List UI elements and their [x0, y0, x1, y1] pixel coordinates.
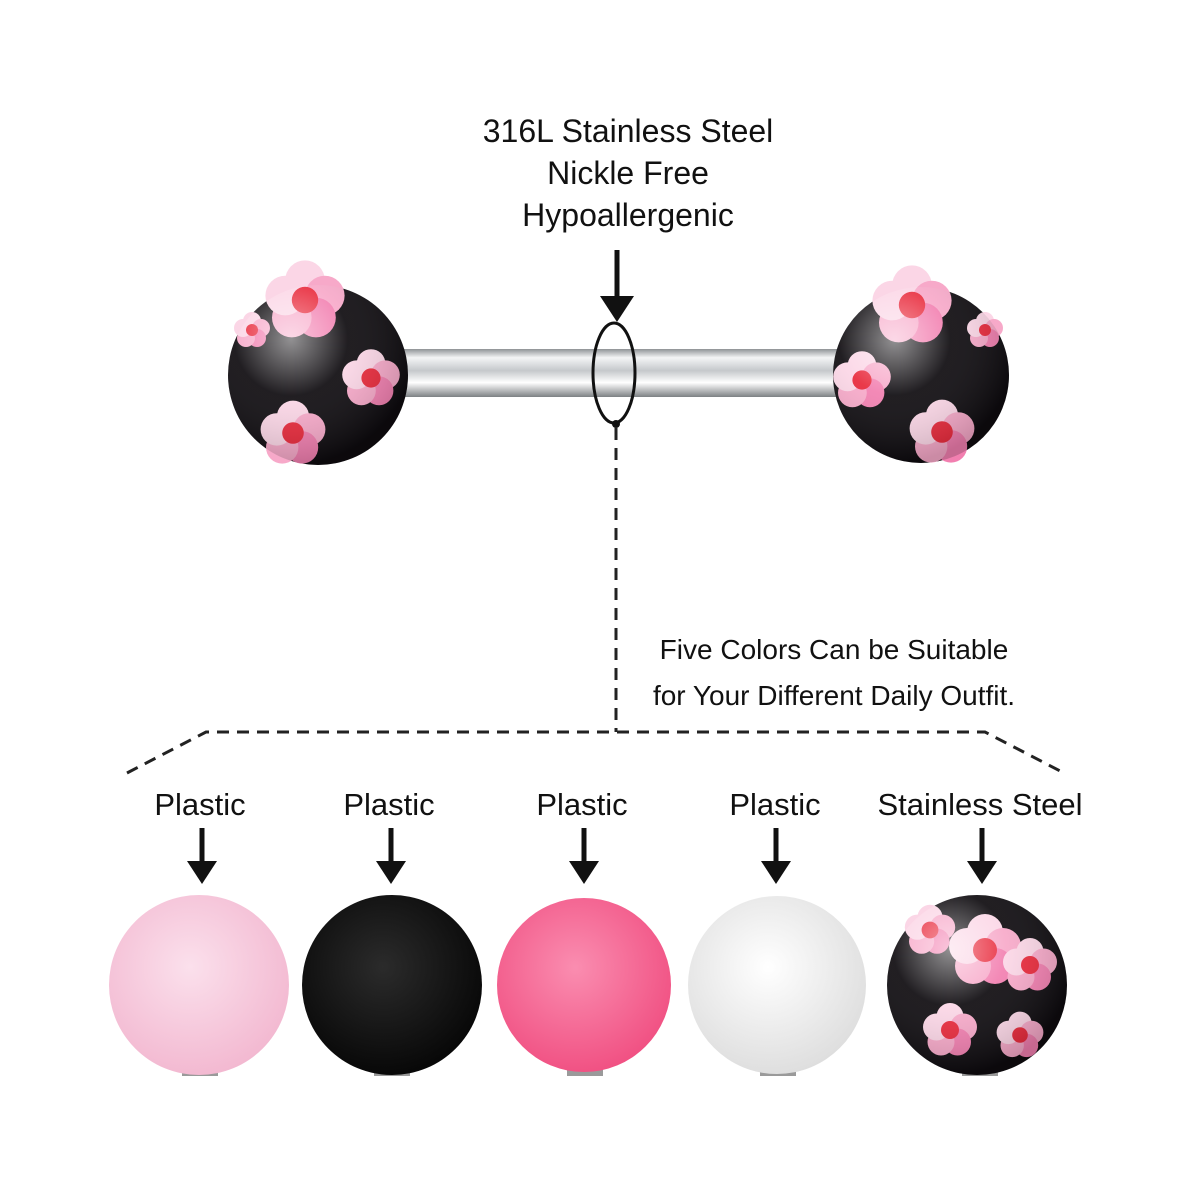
barbell-illustration	[228, 260, 1009, 465]
ball-option-5-floral-steel	[887, 895, 1067, 1076]
steel-bar	[395, 349, 843, 397]
option-2-label: Plastic	[343, 787, 435, 822]
dashed-connector	[126, 420, 1065, 775]
option-1-label: Plastic	[154, 787, 246, 822]
material-line-2: Nickle Free	[547, 155, 709, 191]
floral-ball-right	[833, 265, 1009, 463]
material-callout: 316L Stainless Steel Nickle Free Hypoall…	[483, 110, 774, 236]
ball-option-4-white	[688, 896, 866, 1076]
option-arrows	[187, 828, 997, 884]
option-4-label: Plastic	[729, 787, 821, 822]
material-arrow	[600, 250, 634, 322]
option-5-label: Stainless Steel	[877, 787, 1083, 822]
colors-note-line-2: for Your Different Daily Outfit.	[652, 680, 1016, 711]
material-line-1: 316L Stainless Steel	[482, 113, 774, 149]
material-line-3: Hypoallergenic	[522, 197, 734, 233]
ball-option-2-black	[302, 895, 482, 1076]
colors-note-line-1: Five Colors Can be Suitable	[659, 634, 1009, 665]
ball-option-3-hot-pink	[497, 898, 671, 1076]
colors-note: Five Colors Can be Suitable for Your Dif…	[653, 627, 1015, 719]
floral-ball-left	[228, 260, 408, 465]
ball-option-1-pink	[109, 895, 289, 1076]
option-3-label: Plastic	[536, 787, 628, 822]
